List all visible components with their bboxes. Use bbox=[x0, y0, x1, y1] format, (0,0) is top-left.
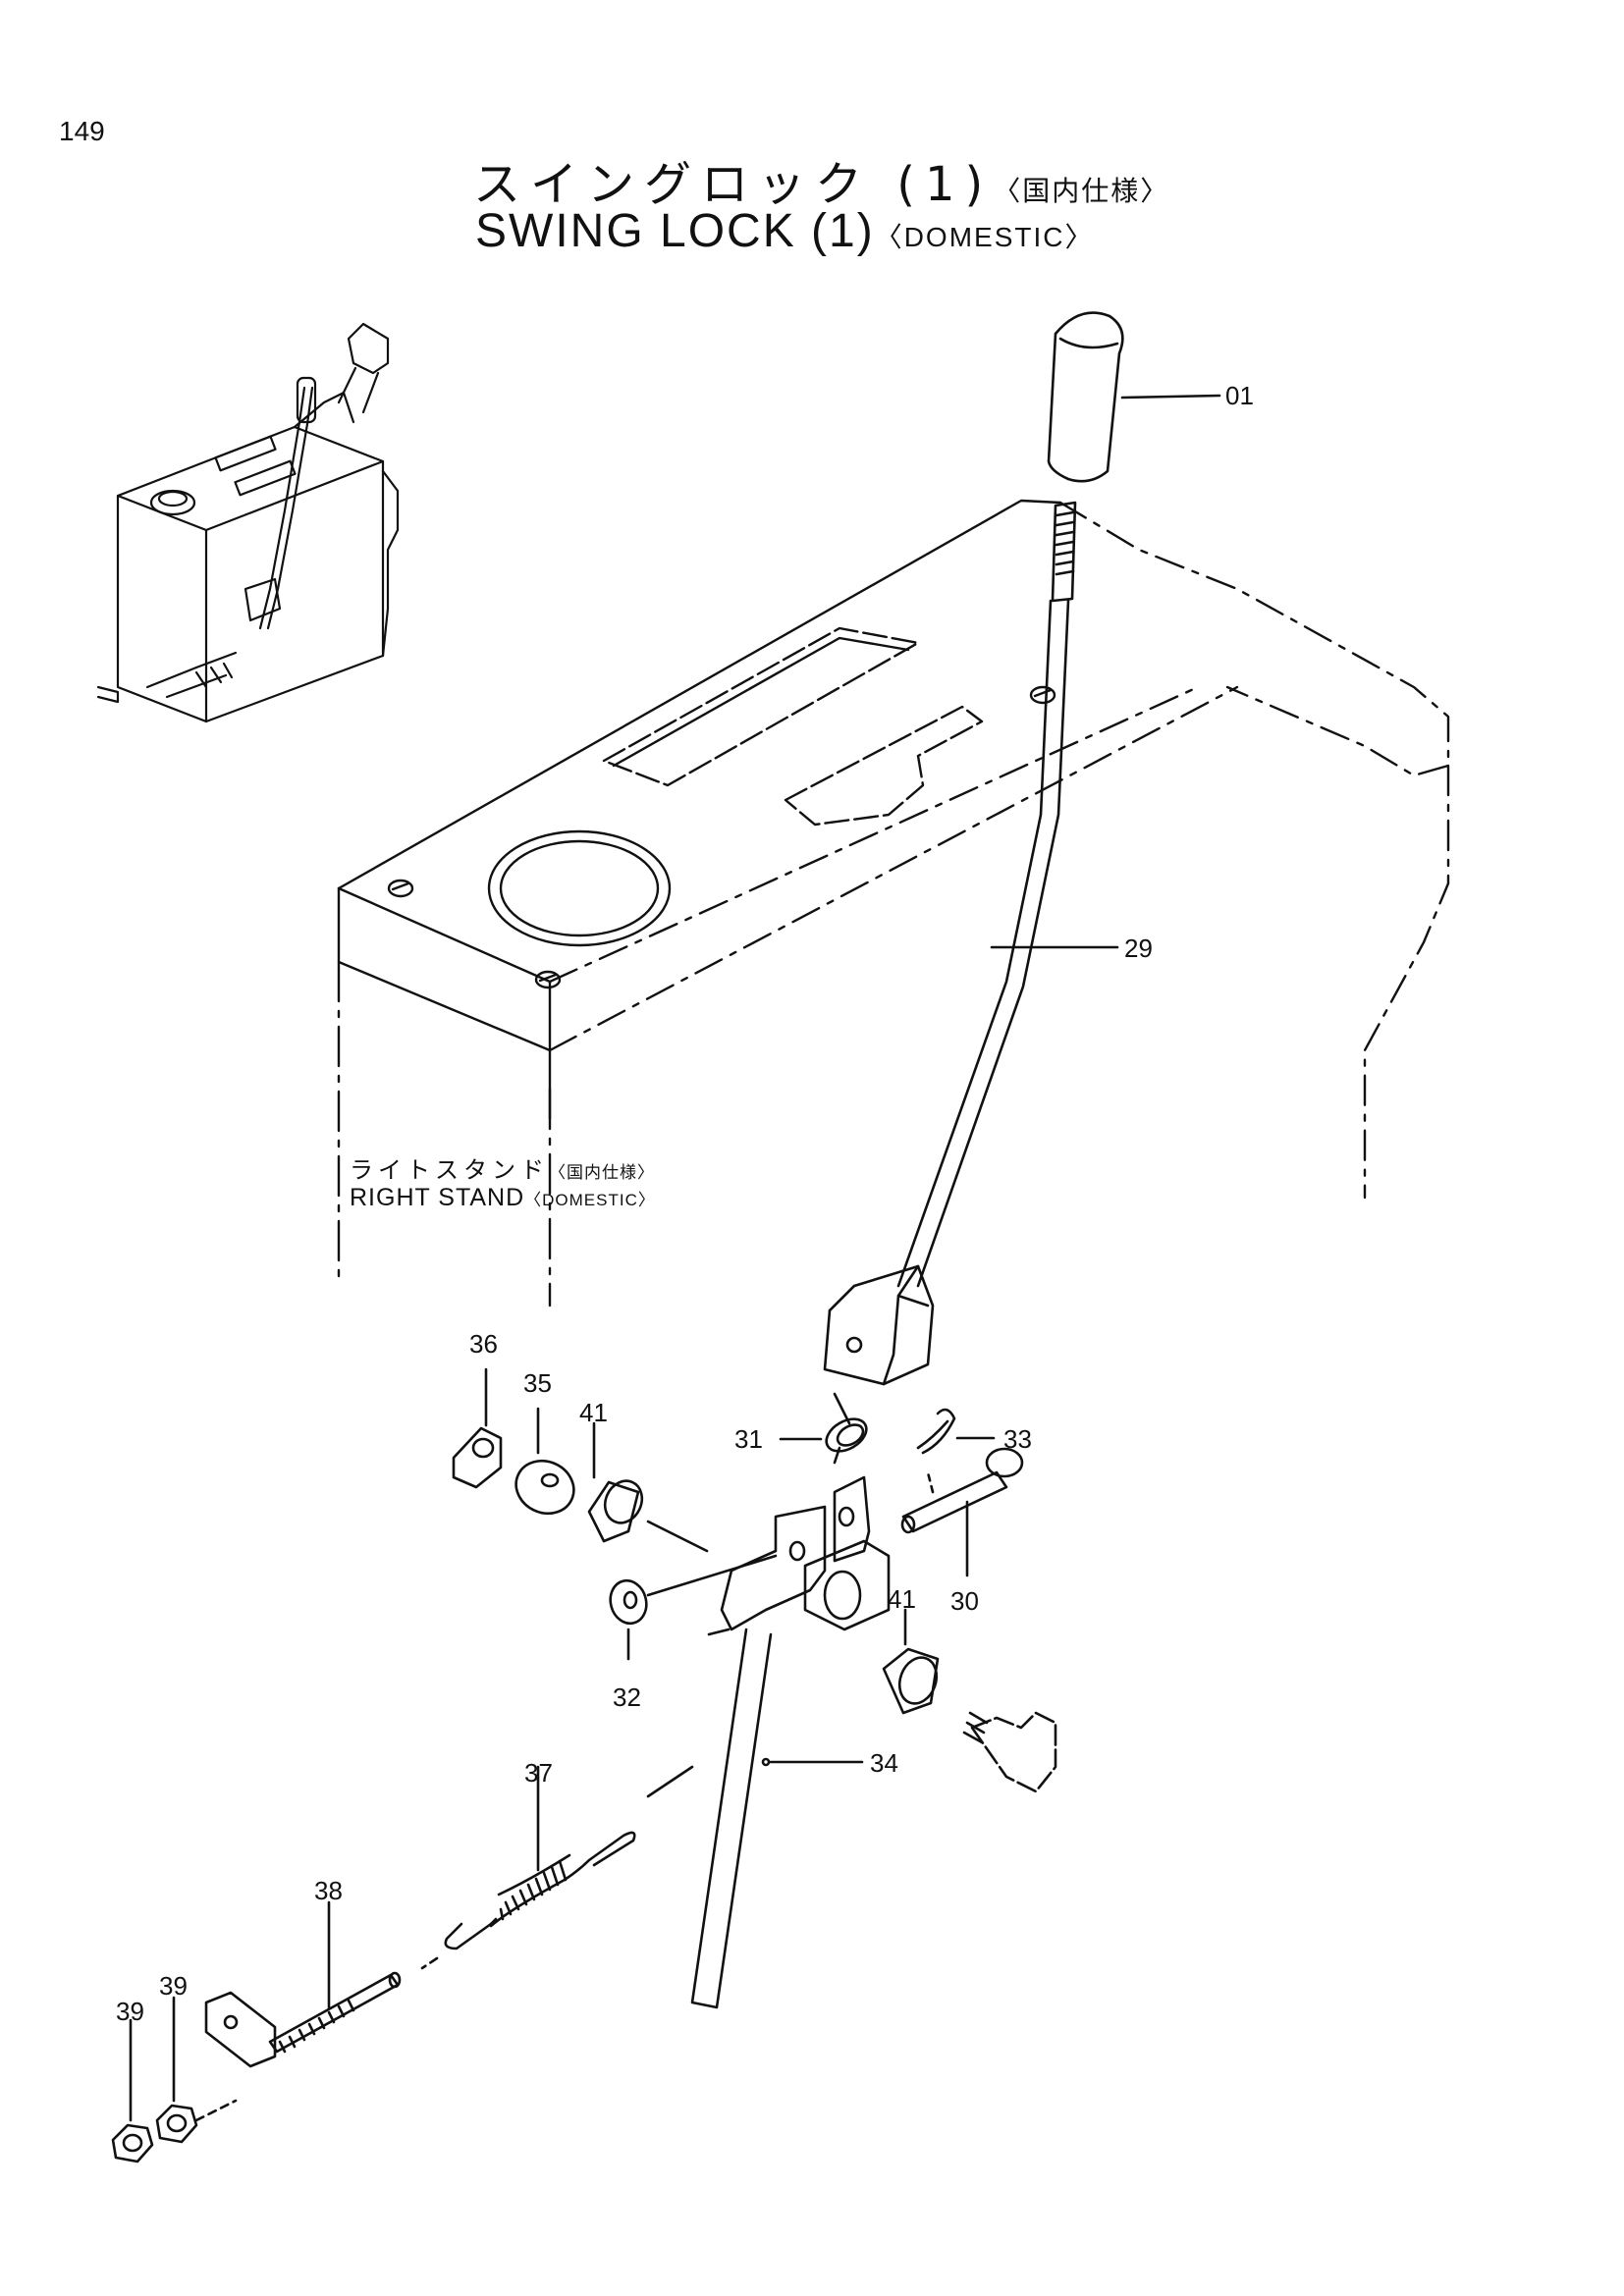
part-41-bushing-upper bbox=[587, 1421, 709, 1553]
part-37-spring bbox=[420, 1765, 636, 1970]
callout-41-upper: 41 bbox=[579, 1398, 608, 1427]
stopper-bolt bbox=[962, 1711, 1057, 1793]
part-30-clevis-pin bbox=[900, 1447, 1024, 1577]
callout-34: 34 bbox=[870, 1748, 898, 1778]
stand-en-text: RIGHT STAND bbox=[350, 1184, 525, 1211]
part-39-nut-a bbox=[111, 2018, 154, 2163]
page-number: 149 bbox=[59, 116, 105, 146]
callout-41-lower: 41 bbox=[888, 1584, 916, 1614]
callout-29: 29 bbox=[1124, 934, 1153, 963]
stand-jp-text: ライトスタンド bbox=[350, 1156, 549, 1184]
callout-31: 31 bbox=[734, 1424, 763, 1454]
right-stand-label-english: RIGHT STAND〈DOMESTIC〉 bbox=[350, 1184, 656, 1212]
page-title-japanese: スイングロック (1)〈国内仕様〉 bbox=[473, 145, 1169, 214]
right-stand-cover bbox=[337, 499, 1450, 1308]
part-01-knob bbox=[1047, 311, 1221, 483]
title-en-text: SWING LOCK (1) bbox=[475, 205, 875, 257]
page-title-english: SWING LOCK (1)〈DOMESTIC〉 bbox=[475, 204, 1094, 258]
part-35-washer bbox=[514, 1407, 575, 1516]
callout-37: 37 bbox=[524, 1758, 553, 1788]
part-36-nut bbox=[452, 1367, 503, 1489]
right-stand-label-japanese: ライトスタンド〈国内仕様〉 bbox=[350, 1150, 655, 1185]
callout-38: 38 bbox=[314, 1876, 343, 1905]
part-29-lever-rod bbox=[823, 501, 1119, 1386]
callout-01: 01 bbox=[1225, 381, 1254, 410]
part-34-lock-bracket bbox=[646, 1475, 891, 2009]
part-38-bolt bbox=[268, 1900, 402, 2054]
part-41-bushing-lower bbox=[882, 1608, 940, 1715]
title-en-suffix: 〈DOMESTIC〉 bbox=[874, 222, 1095, 252]
callout-30: 30 bbox=[950, 1586, 979, 1616]
callout-39-left: 39 bbox=[116, 1997, 144, 2026]
title-jp-text: スイングロック (1) bbox=[473, 157, 994, 212]
callout-39-right: 39 bbox=[159, 1971, 188, 2001]
part-33-cotter-pin bbox=[916, 1408, 996, 1455]
part-31-torsion-spring bbox=[779, 1392, 868, 1465]
title-jp-suffix: 〈国内仕様〉 bbox=[993, 175, 1170, 207]
callout-35: 35 bbox=[523, 1368, 552, 1398]
stand-jp-suffix: 〈国内仕様〉 bbox=[549, 1163, 655, 1183]
callout-33: 33 bbox=[1003, 1424, 1032, 1454]
stand-en-suffix: 〈DOMESTIC〉 bbox=[524, 1191, 656, 1209]
callout-32: 32 bbox=[613, 1682, 641, 1712]
part-32-washer bbox=[609, 1554, 778, 1661]
callout-36: 36 bbox=[469, 1329, 498, 1359]
stopper-plate bbox=[204, 1991, 277, 2068]
overview-thumbnail bbox=[96, 322, 400, 723]
part-39-nut-b bbox=[155, 1996, 238, 2144]
